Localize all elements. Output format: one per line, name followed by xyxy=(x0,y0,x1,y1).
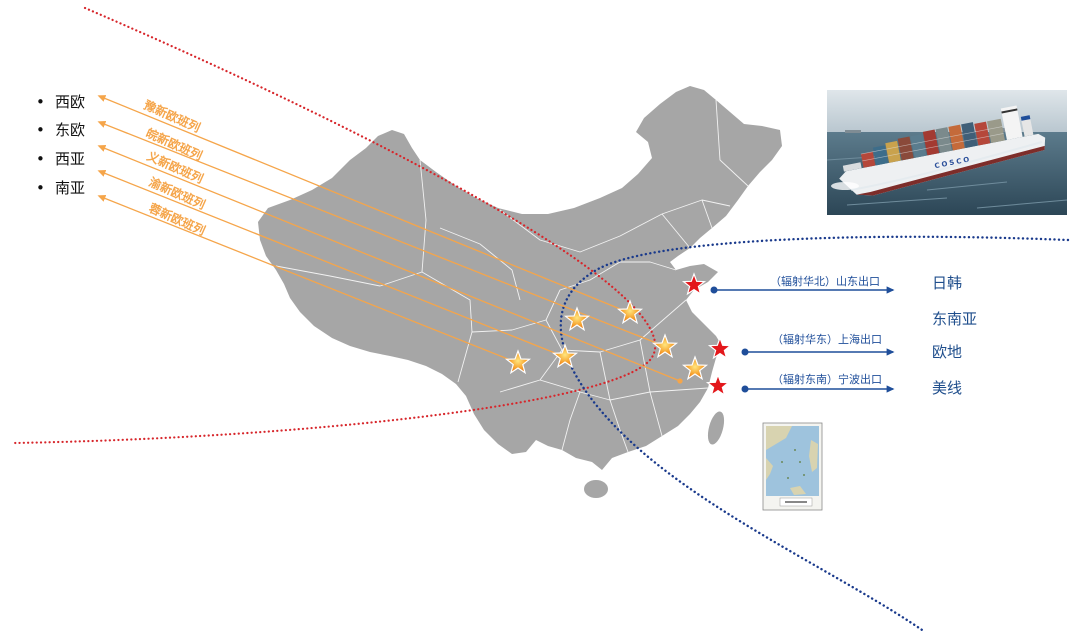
ship-foredeck xyxy=(842,162,862,172)
orange-star-icon xyxy=(681,355,709,381)
rail-route-origin-dot xyxy=(677,378,683,384)
orange-star-icon xyxy=(616,299,644,325)
ship-containers xyxy=(860,118,1005,168)
region-item: 西欧 xyxy=(55,93,85,111)
destination-list: 日韩 东南亚 欧地 美线 xyxy=(932,274,977,397)
hainan-island xyxy=(584,480,608,498)
region-item: 东欧 xyxy=(55,121,85,139)
region-item: 西亚 xyxy=(55,150,85,168)
province-borders xyxy=(275,99,749,453)
rail-route-line-4 xyxy=(97,170,566,358)
destination-item: 美线 xyxy=(932,379,962,397)
port-export-label-2: （辐射华东）上海出口 xyxy=(772,332,882,346)
orange-star-icon xyxy=(504,349,532,375)
ship-bridge-windows xyxy=(1001,108,1018,114)
mainland-shape xyxy=(258,86,782,470)
sea-ripples xyxy=(827,155,1067,209)
rail-route-line-1 xyxy=(97,95,631,314)
destination-item: 日韩 xyxy=(932,274,962,292)
region-list: • 西欧 • 东欧 • 西亚 • 南亚 xyxy=(36,93,85,197)
container-ship-photo: COSCO xyxy=(827,90,1067,215)
rail-route-line-5 xyxy=(97,195,519,364)
orange-star-icon xyxy=(651,333,679,359)
ship: COSCO xyxy=(839,105,1046,196)
orange-star-icon xyxy=(563,306,591,332)
ship-hull xyxy=(839,133,1046,196)
region-item: 南亚 xyxy=(55,179,85,197)
port-exports: （辐射华北）山东出口 （辐射华东）上海出口 （辐射东南）宁波出口 xyxy=(710,274,895,393)
rail-route-line-2 xyxy=(97,121,665,347)
ship-funnel xyxy=(1020,115,1034,137)
orange-star-icon xyxy=(551,343,579,369)
bullet-icon: • xyxy=(36,93,45,111)
destination-item: 欧地 xyxy=(932,343,962,361)
red-star-icon xyxy=(707,336,733,360)
ship-funnel-band xyxy=(1020,115,1031,121)
port-markers xyxy=(681,272,733,397)
red-dotted-boundary xyxy=(13,6,657,445)
blue-dotted-boundary xyxy=(559,235,1070,632)
port-export-label-3: （辐射东南）宁波出口 xyxy=(772,372,882,386)
port-export-label-1: （辐射华北）山东出口 xyxy=(770,274,880,288)
china-map xyxy=(258,86,782,498)
taiwan-island xyxy=(707,411,725,445)
bullet-icon: • xyxy=(36,150,45,168)
rail-route-line-3 xyxy=(97,145,681,382)
distant-ship xyxy=(845,130,861,133)
red-star-icon xyxy=(705,373,731,397)
ship-bridge xyxy=(1000,105,1023,140)
bow-wave xyxy=(831,182,859,190)
destination-item: 东南亚 xyxy=(932,310,977,328)
ship-wake xyxy=(850,141,1043,191)
red-star-icon xyxy=(681,272,707,296)
south-china-sea-inset-map xyxy=(762,422,823,511)
bullet-icon: • xyxy=(36,121,45,139)
bullet-icon: • xyxy=(36,179,45,197)
hub-markers xyxy=(504,299,709,381)
